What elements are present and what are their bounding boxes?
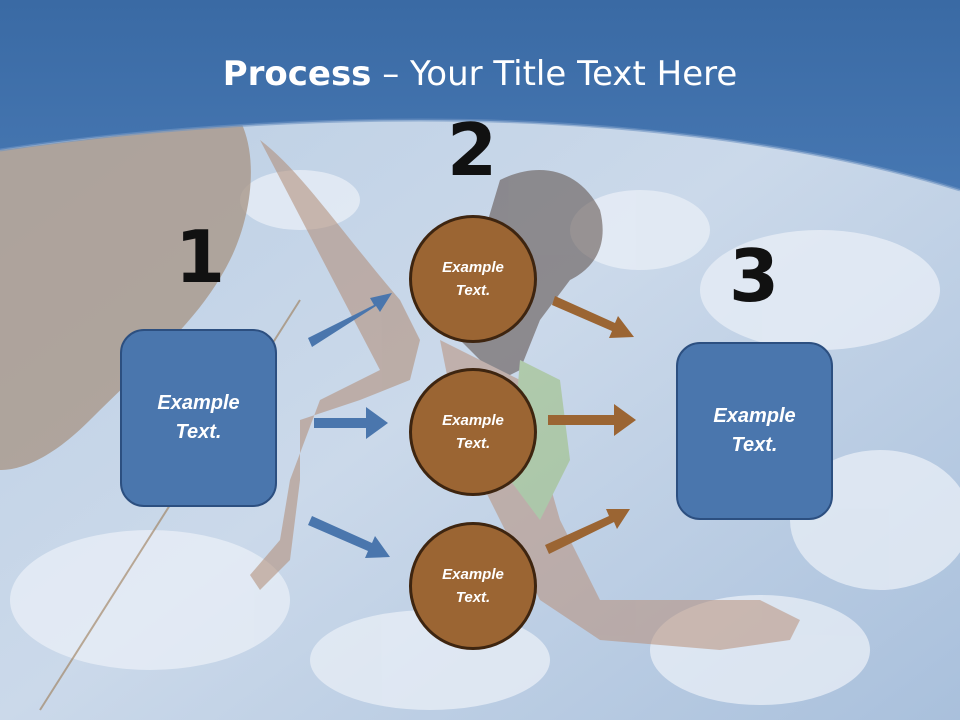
left-box-line2: Text. xyxy=(175,421,222,443)
circle-bottom-text: Example Text. xyxy=(442,563,504,609)
right-box-line2: Text. xyxy=(731,434,778,456)
arrow-left-to-middle xyxy=(314,407,388,439)
step-number-2: 2 xyxy=(446,108,498,192)
circle-middle-line1: Example xyxy=(442,412,504,429)
arrow-left-to-top xyxy=(308,293,392,347)
left-box-text: Example Text. xyxy=(157,389,239,447)
circle-bottom-line2: Text. xyxy=(455,589,491,606)
right-box-text: Example Text. xyxy=(713,402,795,460)
circle-top-line2: Text. xyxy=(455,282,491,299)
title-rest: – Your Title Text Here xyxy=(371,54,738,94)
right-box-line1: Example xyxy=(713,405,796,427)
step-number-1: 1 xyxy=(174,215,226,299)
circle-top-text: Example Text. xyxy=(442,256,504,302)
left-process-box[interactable]: Example Text. xyxy=(120,329,277,507)
circle-top-line1: Example xyxy=(442,259,504,276)
circle-bottom-line1: Example xyxy=(442,566,504,583)
arrow-left-to-bottom xyxy=(308,516,390,558)
arrow-middle-to-right xyxy=(548,404,636,436)
brown-arrows xyxy=(545,296,636,554)
title-bold: Process xyxy=(222,54,372,94)
process-circle-middle[interactable]: Example Text. xyxy=(409,368,537,496)
right-process-box[interactable]: Example Text. xyxy=(676,342,833,520)
process-circle-bottom[interactable]: Example Text. xyxy=(409,522,537,650)
circle-middle-text: Example Text. xyxy=(442,409,504,455)
left-box-line1: Example xyxy=(157,392,240,414)
arrow-top-to-right xyxy=(552,296,634,338)
step-number-3: 3 xyxy=(728,234,780,318)
circle-middle-line2: Text. xyxy=(455,435,491,452)
process-circle-top[interactable]: Example Text. xyxy=(409,215,537,343)
arrow-bottom-to-right xyxy=(545,509,630,554)
blue-arrows xyxy=(308,293,392,558)
slide-title: Process – Your Title Text Here xyxy=(0,52,960,96)
